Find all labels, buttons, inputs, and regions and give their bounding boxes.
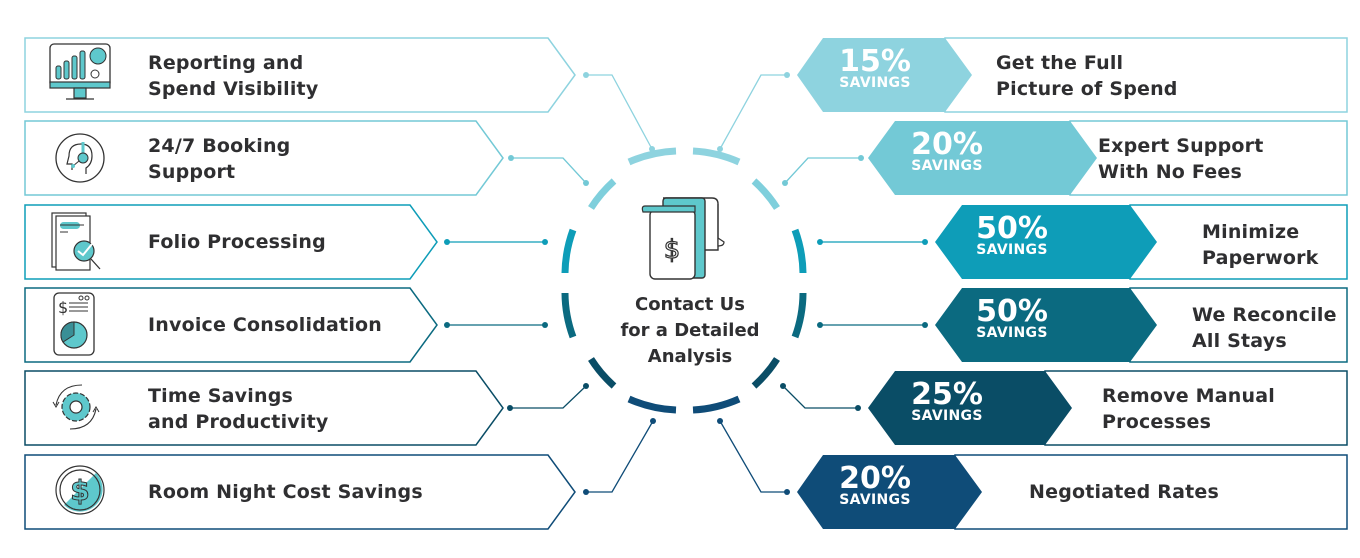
feature-label-line1: Invoice Consolidation [148, 314, 383, 336]
center-line2: for a Detailed [620, 320, 760, 341]
feature-box-2 [24, 120, 504, 196]
savings-badge-6: 20% SAVINGS [830, 461, 920, 508]
benefit-label-line1: Negotiated Rates [1029, 481, 1219, 503]
benefit-label-line1: We Reconcile [1192, 304, 1337, 326]
feature-label-line1: Time Savings [148, 385, 294, 407]
benefit-label-line1: Get the Full [996, 52, 1124, 74]
feature-label-line1: Room Night Cost Savings [148, 481, 423, 503]
feature-label-line1: Reporting and [148, 52, 304, 74]
benefit-label-line2: With No Fees [1098, 161, 1242, 183]
feature-item-folio-processing: Folio Processing [148, 229, 326, 255]
benefit-box-4 [935, 287, 1348, 363]
benefit-label-line2: Paperwork [1202, 247, 1319, 269]
benefit-item-minimize-paperwork: Minimize Paperwork [1202, 219, 1319, 271]
center-line3: Analysis [647, 346, 733, 367]
savings-percent: 50% [976, 211, 1048, 246]
feature-label-line1: Folio Processing [148, 231, 326, 253]
benefit-label-line2: All Stays [1192, 330, 1287, 352]
dollar-coin-icon: $ [55, 465, 105, 515]
savings-badge-2: 20% SAVINGS [902, 127, 992, 174]
feature-item-room-night: Room Night Cost Savings [148, 479, 423, 505]
savings-percent: 20% [839, 461, 911, 496]
feature-item-time-savings: Time Savings and Productivity [148, 383, 328, 435]
benefit-item-negotiated-rates: Negotiated Rates [1029, 479, 1219, 505]
feature-box-4 [24, 287, 438, 363]
savings-unit: SAVINGS [839, 75, 911, 91]
savings-unit: SAVINGS [911, 158, 983, 174]
benefit-label-line1: Expert Support [1098, 135, 1264, 157]
savings-unit: SAVINGS [976, 325, 1048, 341]
svg-text:$: $ [664, 235, 681, 265]
benefit-label-line1: Minimize [1202, 221, 1300, 243]
invoice-pie-icon: $ [53, 292, 95, 356]
benefit-label-line1: Remove Manual [1102, 385, 1275, 407]
benefit-box-3 [935, 204, 1348, 280]
svg-text:$: $ [70, 474, 89, 507]
savings-percent: 50% [976, 294, 1048, 329]
connector-dots [444, 72, 928, 495]
feature-box-3 [24, 204, 438, 280]
headset-support-icon [55, 133, 105, 183]
savings-badge-1: 15% SAVINGS [830, 44, 920, 91]
feature-label-line2: Spend Visibility [148, 78, 319, 100]
savings-percent: 20% [911, 127, 983, 162]
feature-box-6 [24, 454, 576, 530]
benefit-box-6 [797, 454, 1348, 530]
receipt-dollar-icon: $ [641, 197, 725, 280]
benefit-item-remove-manual: Remove Manual Processes [1102, 383, 1275, 435]
benefit-item-expert-support: Expert Support With No Fees [1098, 133, 1264, 185]
savings-unit: SAVINGS [911, 408, 983, 424]
benefit-box-2 [868, 120, 1348, 196]
feature-item-booking-support: 24/7 Booking Support [148, 133, 290, 185]
benefit-box-1 [797, 37, 1348, 113]
gear-cycle-icon [52, 384, 100, 430]
savings-badge-5: 25% SAVINGS [902, 377, 992, 424]
benefit-item-reconcile-stays: We Reconcile All Stays [1192, 302, 1337, 354]
connectors [447, 74, 925, 493]
benefit-item-full-picture: Get the Full Picture of Spend [996, 50, 1178, 102]
feature-label-line2: Support [148, 161, 236, 183]
savings-badge-3: 50% SAVINGS [967, 211, 1057, 258]
savings-percent: 15% [839, 44, 911, 79]
benefit-label-line2: Processes [1102, 411, 1212, 433]
benefit-label-line2: Picture of Spend [996, 78, 1178, 100]
savings-percent: 25% [911, 377, 983, 412]
benefit-box-5 [868, 370, 1348, 446]
center-line1: Contact Us [634, 294, 745, 315]
document-magnifier-icon [51, 212, 101, 271]
feature-label-line2: and Productivity [148, 411, 329, 433]
feature-item-invoice-consolidation: Invoice Consolidation [148, 312, 382, 338]
svg-text:$: $ [58, 298, 68, 317]
savings-unit: SAVINGS [839, 492, 911, 508]
center-ring [561, 147, 807, 414]
savings-badge-4: 50% SAVINGS [967, 294, 1057, 341]
feature-item-reporting: Reporting and Spend Visibility [148, 50, 318, 102]
savings-unit: SAVINGS [976, 242, 1048, 258]
feature-label-line1: 24/7 Booking [148, 135, 291, 157]
center-call-to-action: Contact Us for a Detailed Analysis [590, 292, 790, 370]
monitor-chart-icon [49, 43, 111, 100]
feature-box-1 [24, 37, 576, 113]
feature-box-5 [24, 370, 504, 446]
